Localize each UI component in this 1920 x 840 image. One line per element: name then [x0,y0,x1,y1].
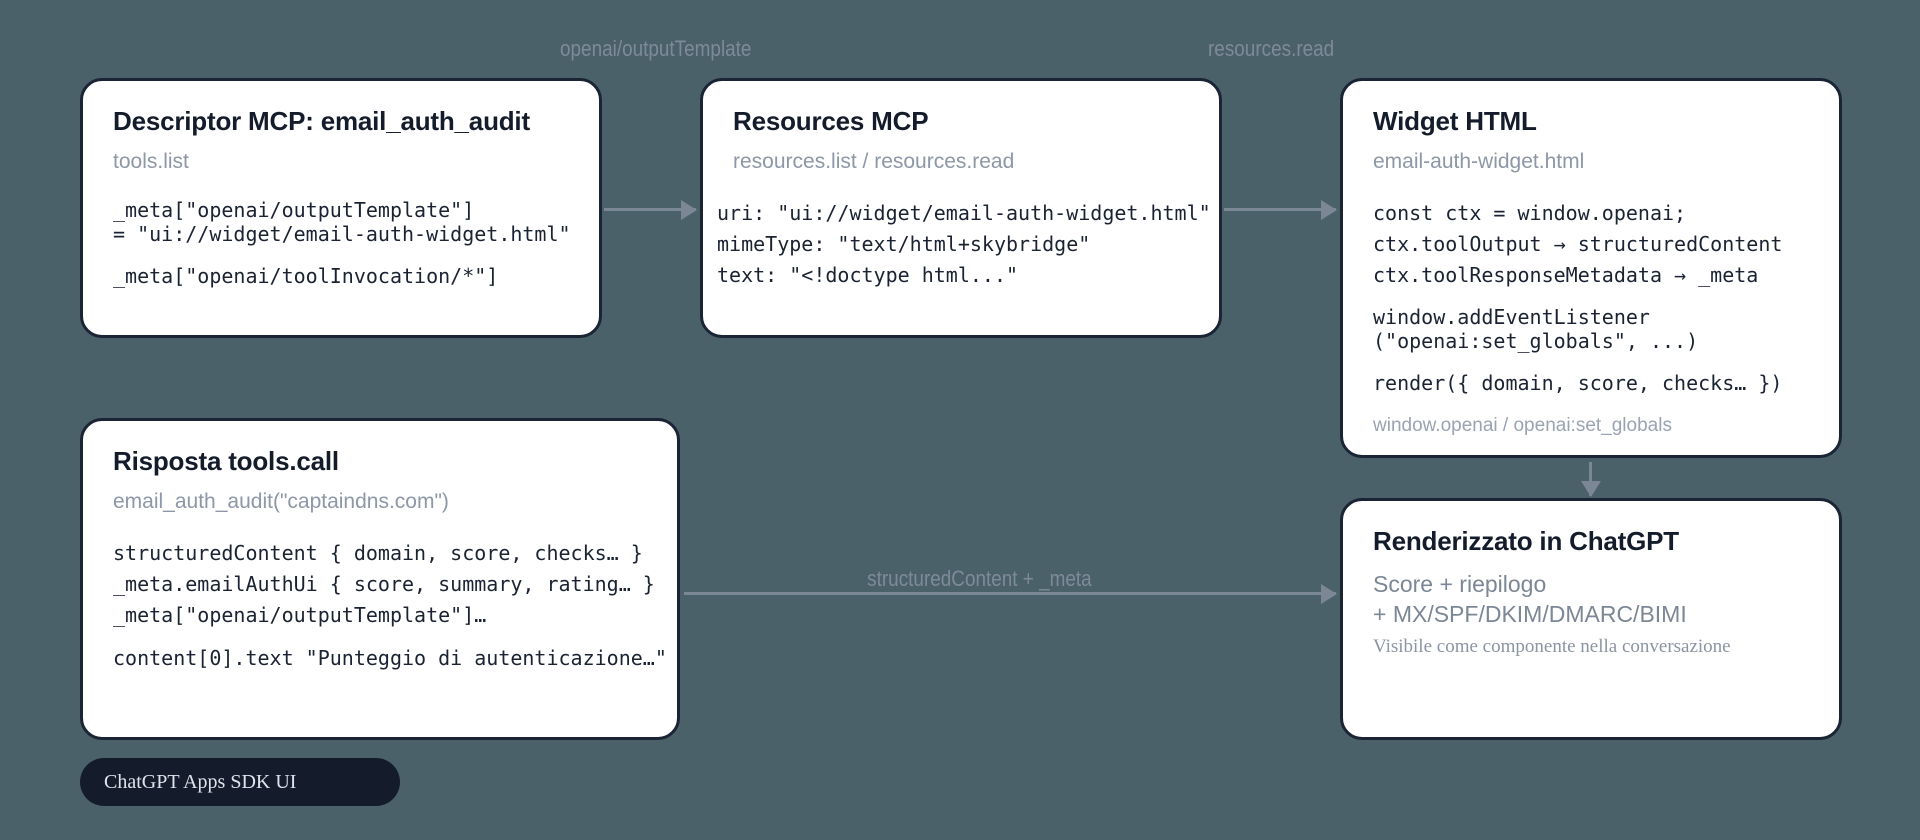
card-rendered-line: Score + riepilogo [1373,570,1547,597]
card-response-title: Risposta tools.call [113,446,339,476]
card-resources-title: Resources MCP [733,106,929,136]
card-widget-code-block-1: const ctx = window.openai; ctx.toolOutpu… [1373,198,1809,291]
card-rendered-line: + MX/SPF/DKIM/DMARC/BIMI [1373,601,1687,628]
card-rendered-title: Renderizzato in ChatGPT [1373,526,1679,556]
card-resources-code-block: uri: "ui://widget/email-auth-widget.html… [717,198,1211,291]
arrow-descriptor-to-resources [604,208,696,211]
card-widget-subtitle: email-auth-widget.html [1373,149,1585,173]
code-line: ctx.toolOutput → structuredContent [1373,232,1783,257]
edge-label-output-template: openai/outputTemplate [560,36,752,61]
card-resources-mcp: Resources MCP resources.list / resources… [700,78,1222,338]
card-descriptor-code-block-1: _meta["openai/outputTemplate"] = "ui://w… [113,198,571,247]
code-line: content[0].text "Punteggio di autenticaz… [113,646,667,671]
card-response-subtitle: email_auth_audit("captaindns.com") [113,489,449,513]
edge-label-structured-content-meta: structuredContent + _meta [862,566,1097,592]
code-line: uri: "ui://widget/email-auth-widget.html… [717,201,1211,226]
code-line: ctx.toolResponseMetadata → _meta [1373,263,1759,288]
arrow-resources-to-widget [1224,208,1336,211]
card-response-code-block: structuredContent { domain, score, check… [113,538,667,674]
code-line: window.addEventListener [1373,305,1650,330]
code-line: _meta.emailAuthUi { score, summary, rati… [113,572,655,597]
card-widget-footnote: window.openai / openai:set_globals [1373,415,1672,436]
code-line: text: "<!doctype html..." [717,263,1019,288]
card-widget-html: Widget HTML email-auth-widget.html const… [1340,78,1842,458]
code-line: mimeType: "text/html+skybridge" [717,232,1091,257]
code-line: _meta["openai/toolInvocation/*"] [113,263,499,288]
code-line: = "ui://widget/email-auth-widget.html" [113,222,571,247]
card-tools-call-response: Risposta tools.call email_auth_audit("ca… [80,418,680,740]
card-rendered-in-chatgpt: Renderizzato in ChatGPT Score + riepilog… [1340,498,1842,740]
card-widget-title: Widget HTML [1373,106,1537,136]
code-line: render({ domain, score, checks… }) [1373,370,1783,395]
code-line: const ctx = window.openai; [1373,201,1687,226]
code-line: structuredContent { domain, score, check… [113,541,643,566]
code-line: ("openai:set_globals", ...) [1373,329,1699,354]
card-descriptor-subtitle: tools.list [113,149,189,173]
arrow-widget-to-rendered [1589,462,1592,496]
card-descriptor-mcp: Descriptor MCP: email_auth_audit tools.l… [80,78,602,338]
edge-label-resources-read: resources.read [1208,36,1335,61]
card-widget-code-block-2: window.addEventListener ("openai:set_glo… [1373,305,1809,354]
arrow-response-to-rendered [684,592,1336,595]
code-line: _meta["openai/outputTemplate"]… [113,603,487,628]
badge-chatgpt-apps-sdk-ui: ChatGPT Apps SDK UI [80,758,400,806]
card-descriptor-code-block-2: _meta["openai/toolInvocation/*"] [113,261,569,292]
code-line: _meta["openai/outputTemplate"] [113,198,475,223]
card-rendered-note: Visibile come componente nella conversaz… [1373,635,1731,657]
badge-label: ChatGPT Apps SDK UI [104,770,297,793]
card-descriptor-title: Descriptor MCP: email_auth_audit [113,106,530,136]
card-resources-subtitle: resources.list / resources.read [733,149,1015,173]
card-widget-code-block-3: render({ domain, score, checks… }) [1373,368,1809,399]
